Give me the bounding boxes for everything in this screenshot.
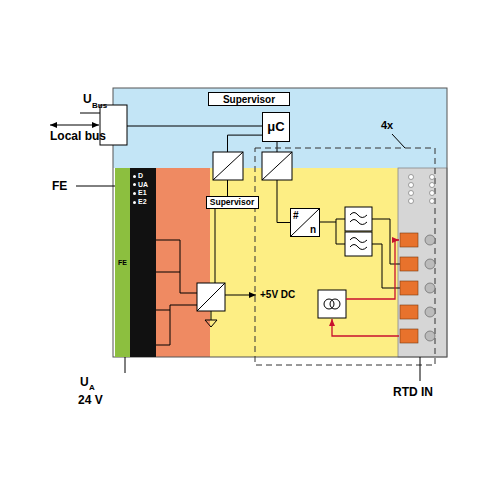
filter-wave — [350, 220, 367, 225]
local-bus-arrow — [50, 125, 99, 126]
fe-wire — [76, 186, 115, 187]
led-row: E2 — [133, 198, 156, 206]
filter-box — [345, 207, 372, 231]
ground-wire — [170, 305, 197, 306]
rtd-lead — [420, 357, 421, 381]
node-text: μC — [267, 120, 284, 134]
supervisor-label-box: Supervisor — [208, 92, 290, 106]
supply-subscript: Bus — [92, 102, 107, 110]
isolation-converter — [213, 152, 243, 180]
signal-wire — [372, 219, 400, 264]
filter-wave — [350, 213, 367, 218]
node-text: Supervisor — [223, 94, 275, 105]
return-current — [332, 319, 399, 336]
signal-wire — [336, 219, 345, 220]
led-row: D — [133, 172, 156, 180]
signal-wire — [372, 244, 400, 288]
supply-wire — [180, 293, 197, 294]
node-text: FE — [118, 259, 127, 267]
terminal-block — [398, 168, 447, 357]
channel-count: 4x — [381, 120, 393, 131]
led-row: UA — [133, 181, 156, 189]
ground-symbol — [205, 320, 217, 327]
current-source-symbol — [330, 299, 340, 309]
node-text: # — [293, 210, 299, 221]
node-text: n — [310, 224, 316, 235]
supervisor-box: Supervisor — [206, 196, 259, 209]
ground-symbol — [205, 320, 217, 321]
node-text: E2 — [138, 198, 147, 205]
supply-lead — [125, 357, 126, 373]
supervisor-wire — [215, 209, 216, 283]
node-text: UA — [138, 181, 148, 188]
module-outline — [113, 88, 447, 357]
bus-label: Local bus — [50, 130, 106, 142]
signal-wire — [336, 244, 345, 245]
led-dot — [133, 175, 136, 178]
ground-label: FE — [52, 180, 67, 192]
supply-wire — [180, 240, 181, 293]
node-text: E1 — [138, 189, 147, 196]
converter-slash — [197, 283, 225, 311]
filter-wave — [350, 238, 367, 243]
microcontroller-box: μC — [262, 112, 290, 142]
adc-box: #n — [290, 208, 320, 237]
ground-wire — [170, 305, 171, 345]
leader-line — [392, 134, 405, 148]
filter-box — [345, 232, 372, 256]
node-text: Supervisor — [210, 198, 254, 207]
led-dot — [133, 201, 136, 204]
supply-symbol: U — [80, 376, 89, 388]
led-dot — [133, 183, 136, 186]
rtd-terminals — [400, 175, 435, 344]
voltage-label: 24 V — [78, 394, 103, 406]
filter-wave — [350, 245, 367, 250]
converter-slash — [213, 152, 243, 180]
supply-subscript: A — [89, 384, 95, 392]
excitation-current — [346, 240, 399, 299]
isolation-converter — [262, 152, 292, 180]
current-source-box — [318, 290, 346, 318]
led-row: E1 — [133, 189, 156, 197]
power-converter — [197, 283, 225, 311]
signal-wire — [336, 219, 337, 244]
supply-symbol: U — [83, 93, 92, 105]
supply-arrow — [225, 295, 256, 296]
ground-wire — [211, 311, 212, 320]
node-text: D — [138, 172, 143, 179]
converter-slash — [262, 152, 292, 180]
voltage-label: +5V DC — [260, 290, 295, 300]
bus-wire — [127, 126, 262, 127]
power-region — [156, 168, 210, 357]
fe-strip: FE — [115, 168, 130, 357]
bus-supply-wire — [80, 113, 100, 114]
channel-frame — [255, 148, 435, 365]
led-strip: D UAE1E2 — [130, 168, 156, 357]
led-dot — [133, 192, 136, 195]
signal-wire — [320, 222, 336, 223]
input-label: RTD IN — [393, 386, 433, 398]
current-source-symbol — [324, 299, 334, 309]
